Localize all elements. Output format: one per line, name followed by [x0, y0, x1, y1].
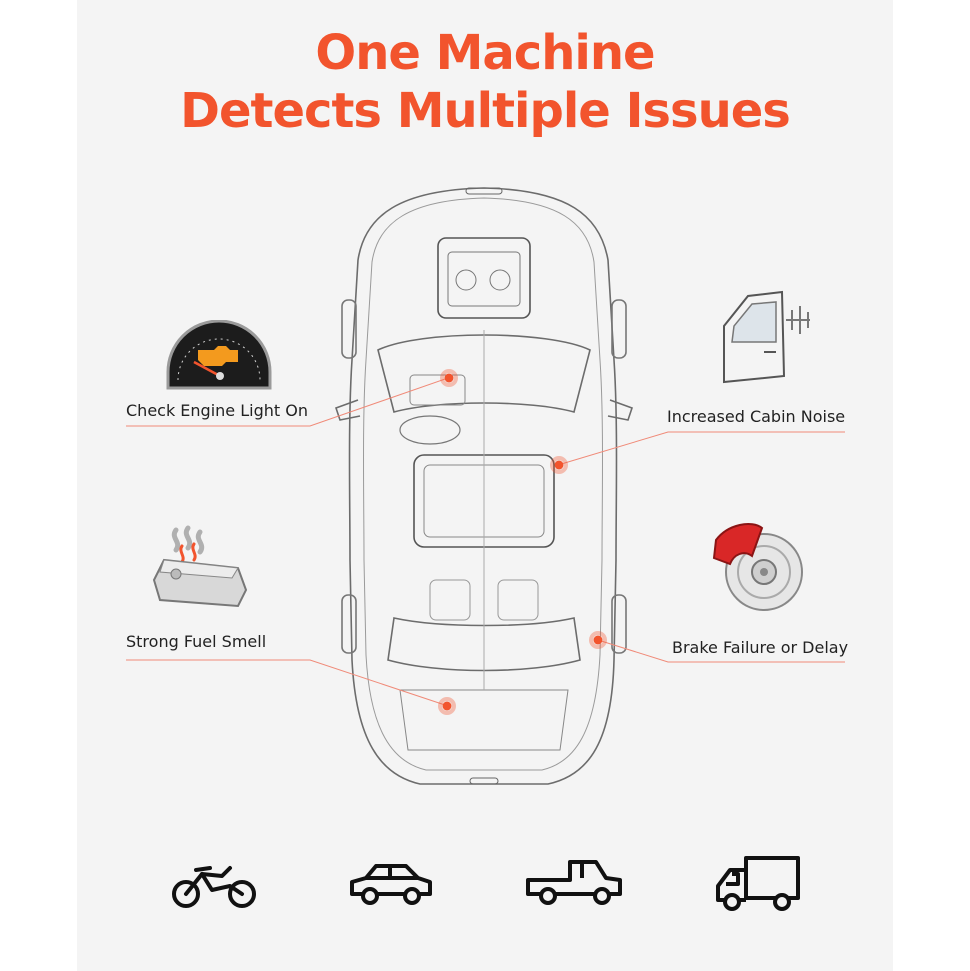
cabin-noise-leader-line [557, 431, 845, 466]
title-line-1: One Machine [315, 25, 655, 81]
brake-caliper-icon [712, 523, 803, 611]
page-title: One Machine Detects Multiple Issues [77, 24, 893, 140]
pickup-truck-icon [526, 860, 622, 905]
fuel-smell-hotspot [442, 701, 452, 711]
title-line-2: Detects Multiple Issues [180, 83, 791, 139]
cabin-noise-hotspot [554, 460, 564, 470]
background-panel [77, 0, 893, 971]
check-engine-gauge-icon [166, 320, 272, 390]
check-engine-label: Check Engine Light On [126, 401, 308, 420]
check-engine-hotspot [444, 373, 454, 383]
brake-label: Brake Failure or Delay [672, 638, 849, 657]
box-truck-icon [716, 856, 800, 911]
fuel-smell-label: Strong Fuel Smell [126, 632, 267, 651]
motorcycle-icon [172, 866, 256, 908]
car-icon [350, 864, 432, 905]
check-engine-leader-line [126, 377, 449, 427]
brake-hotspot [593, 635, 603, 645]
fuel-smell-leader-line [126, 659, 449, 707]
cabin-noise-label: Increased Cabin Noise [667, 407, 846, 426]
car-door-noise-icon [723, 290, 810, 384]
brake-leader-line [597, 639, 845, 663]
fuel-tank-smell-icon [152, 525, 248, 608]
